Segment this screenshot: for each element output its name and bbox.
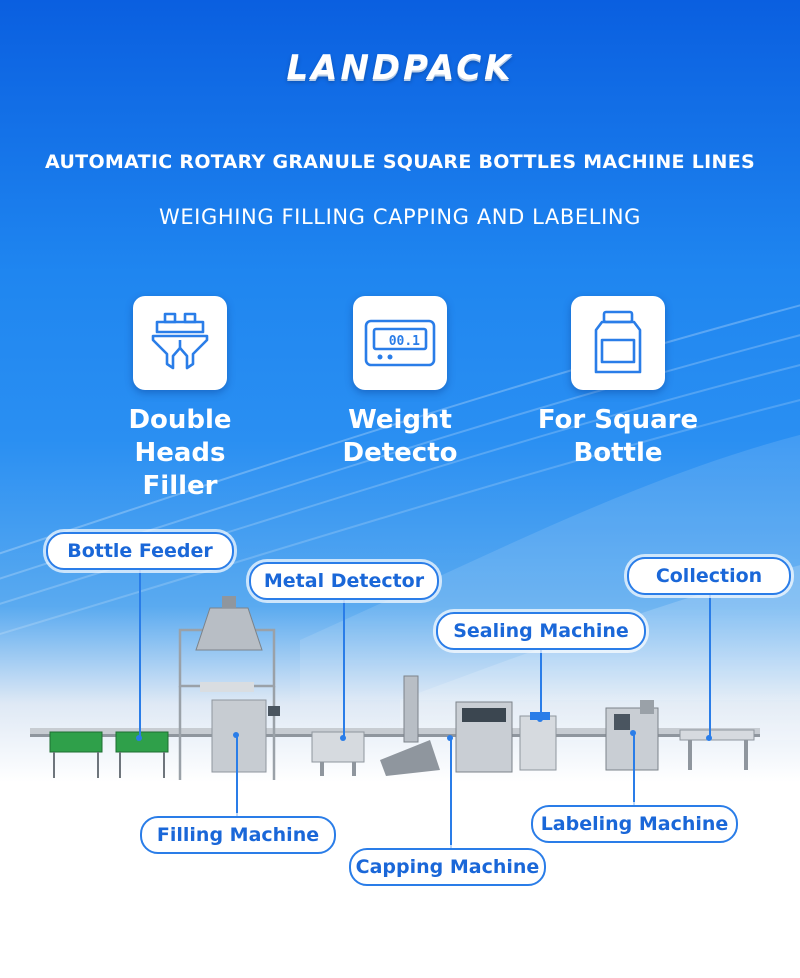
machine-line-illustration — [30, 596, 760, 780]
callout-filling-machine: Filling Machine — [140, 816, 336, 854]
feature-label: Weight Detecto — [342, 405, 458, 468]
callout-sealing-machine: Sealing Machine — [436, 612, 646, 650]
double-hopper-icon — [133, 296, 227, 390]
svg-text:00.1: 00.1 — [389, 334, 420, 349]
weight-display-icon: 00.1 — [353, 296, 447, 390]
callout-capping-machine: Capping Machine — [349, 848, 546, 886]
leader-dot — [340, 735, 346, 741]
leader-line — [343, 598, 345, 738]
callout-bottle-feeder: Bottle Feeder — [46, 532, 234, 570]
feature-double-heads: Double Heads Filler — [80, 296, 280, 503]
leader-line — [540, 648, 542, 718]
leader-dot — [233, 732, 239, 738]
leader-dot — [706, 735, 712, 741]
leader-line — [709, 592, 711, 737]
leader-line — [450, 738, 452, 850]
leader-dot — [447, 735, 453, 741]
page-title: AUTOMATIC ROTARY GRANULE SQUARE BOTTLES … — [45, 151, 755, 173]
callout-collection: Collection — [627, 557, 791, 595]
leader-dot — [630, 730, 636, 736]
leader-dot — [136, 735, 142, 741]
feature-weight-detector: 00.1 Weight Detecto — [300, 296, 500, 470]
feature-label: For Square Bottle — [537, 405, 699, 468]
leader-dot — [537, 716, 543, 722]
leader-line — [633, 733, 635, 808]
feature-square-bottle: For Square Bottle — [518, 296, 718, 470]
brand-logo: LANDPACK — [286, 48, 514, 88]
leader-line — [236, 735, 238, 820]
callout-labeling-machine: Labeling Machine — [531, 805, 738, 843]
callout-metal-detector: Metal Detector — [249, 562, 439, 600]
square-bottle-icon — [571, 296, 665, 390]
feature-label: Double Heads Filler — [128, 405, 232, 501]
leader-line — [139, 568, 141, 738]
page-subtitle: WEIGHING FILLING CAPPING AND LABELING — [158, 205, 642, 229]
